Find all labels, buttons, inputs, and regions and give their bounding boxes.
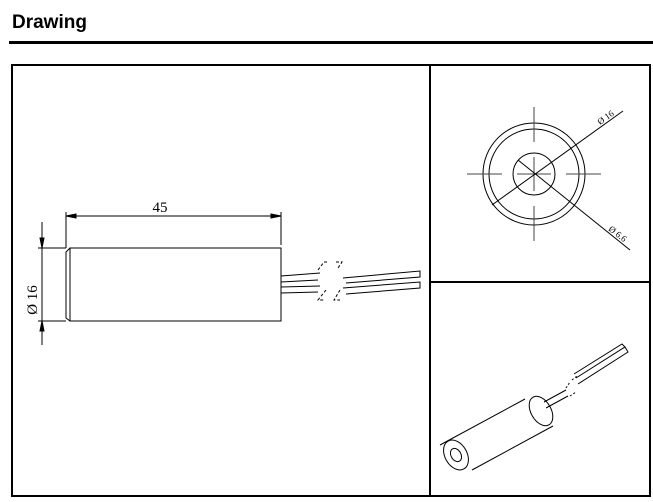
inner-circle bbox=[512, 152, 556, 196]
end-view bbox=[467, 107, 631, 251]
front-face bbox=[443, 439, 469, 471]
chamfer bbox=[65, 247, 71, 322]
diameter-label: Ø 16 bbox=[25, 285, 41, 315]
inner-diameter-label: Ø 6.6 bbox=[607, 224, 629, 245]
drawing-frame bbox=[11, 64, 651, 497]
side-view bbox=[38, 212, 421, 345]
section-title: Drawing bbox=[12, 12, 87, 33]
inner-leader bbox=[517, 159, 631, 251]
wires bbox=[280, 261, 421, 301]
outer-leader bbox=[491, 110, 624, 206]
isometric-view bbox=[439, 343, 629, 471]
length-label: 45 bbox=[153, 200, 168, 216]
title-divider bbox=[9, 41, 653, 44]
cylinder-body bbox=[69, 247, 282, 322]
bore bbox=[449, 447, 463, 463]
